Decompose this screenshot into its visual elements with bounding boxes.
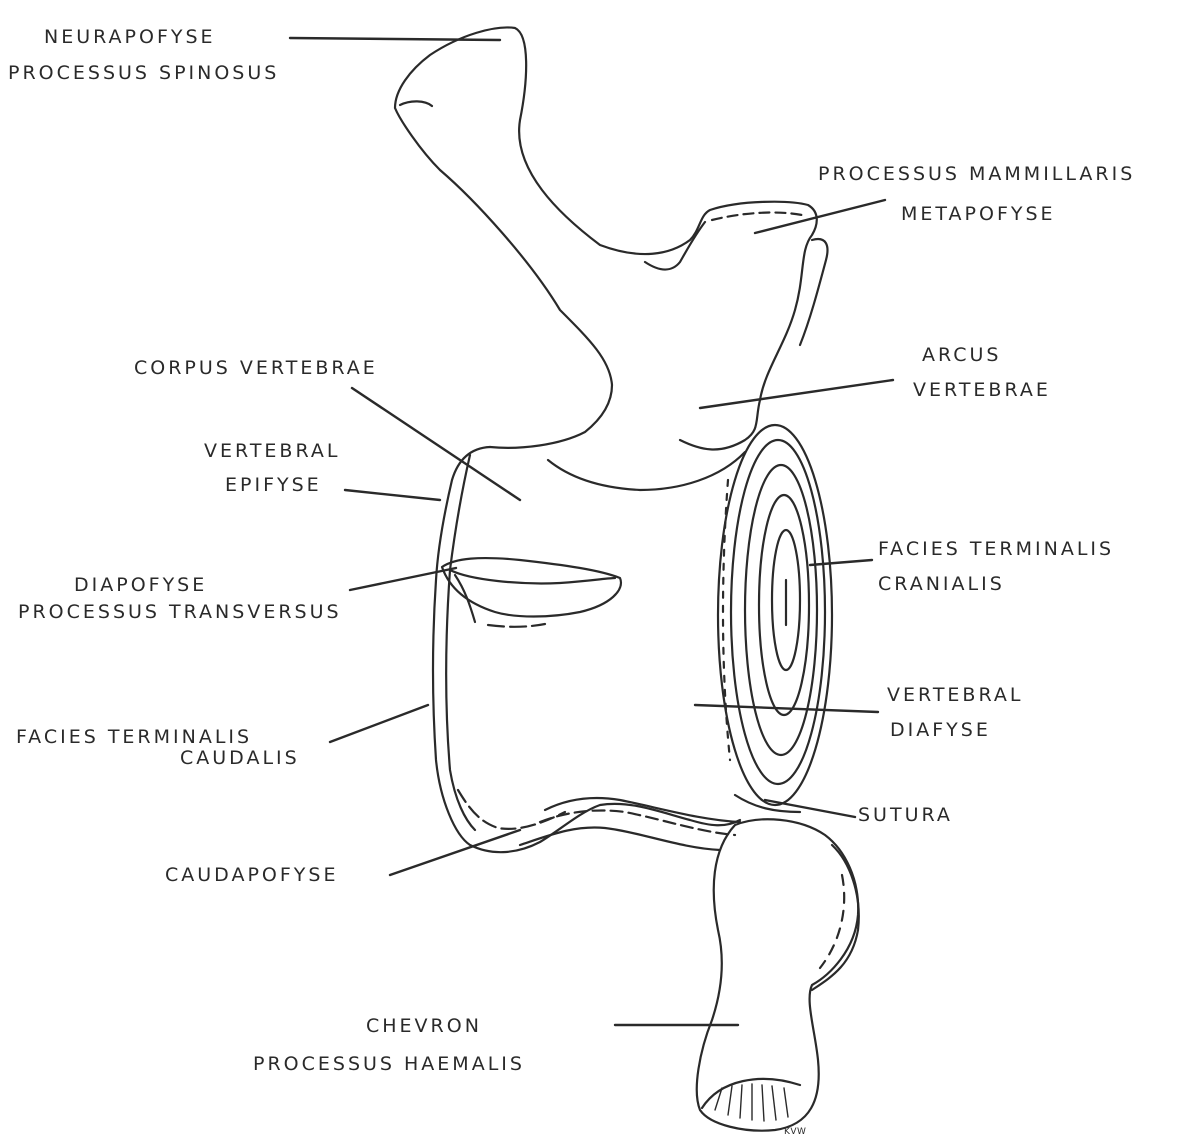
label-processus-transversus: PROCESSUS TRANSVERSUS (18, 603, 342, 622)
label-processus-haemalis: PROCESSUS HAEMALIS (253, 1055, 525, 1074)
neural-spine-outline (395, 27, 817, 449)
leader-sutura (765, 800, 855, 817)
label-corpus-vertebrae: CORPUS VERTEBRAE (134, 359, 378, 378)
cranial-face-ring-1 (718, 425, 832, 805)
leader-epifyse (345, 490, 440, 500)
diapofyse-inner (450, 570, 615, 583)
label-vertebral-diafyse-line1: VERTEBRAL (887, 686, 1023, 705)
leader-neurapofyse (290, 38, 500, 40)
label-vertebral-epifyse-line1: VERTEBRAL (204, 442, 340, 461)
leader-arcus (700, 380, 893, 408)
leader-corpus (352, 388, 520, 500)
artist-signature: KVW (784, 1127, 806, 1137)
neural-canal (548, 452, 745, 490)
diapofyse-dash (488, 624, 545, 627)
diapofyse-outline (442, 558, 621, 616)
label-processus-spinosus: PROCESSUS SPINOSUS (8, 64, 279, 83)
leader-facies-cranialis (810, 560, 872, 565)
epifyse-left-edge (446, 455, 475, 830)
leader-diafyse (695, 705, 878, 712)
label-cranialis: CRANIALIS (878, 575, 1005, 594)
label-epifyse: EPIFYSE (225, 476, 322, 495)
label-facies-terminalis-caudalis-line1: FACIES TERMINALIS (16, 728, 252, 747)
label-caudapofyse: CAUDAPOFYSE (165, 866, 338, 885)
cranial-face-ring-3 (745, 465, 817, 755)
label-vertebrae: VERTEBRAE (913, 381, 1051, 400)
spine-tip-detail (400, 101, 432, 106)
label-processus-mammillaris: PROCESSUS MAMMILLARIS (818, 165, 1135, 184)
chevron-right-dash (820, 875, 844, 968)
metapofyse-detail (712, 213, 802, 220)
chevron-striations (715, 1084, 788, 1121)
label-neurapofyse: NEURAPOFYSE (44, 28, 216, 47)
label-diapofyse: DIAPOFYSE (74, 576, 207, 595)
label-metapofyse: METAPOFYSE (901, 205, 1056, 224)
caudapofyse-band-lower (520, 827, 720, 850)
vertebral-body-outline (433, 447, 740, 852)
leader-diapofyse (350, 568, 456, 590)
label-facies-terminalis-cranialis-line1: FACIES TERMINALIS (878, 540, 1114, 559)
leader-metapofyse (755, 200, 885, 233)
label-caudalis: CAUDALIS (180, 749, 300, 768)
label-chevron: CHEVRON (366, 1017, 482, 1036)
label-arcus: ARCUS (922, 346, 1002, 365)
caudal-face-inner (458, 790, 565, 829)
leader-facies-caudalis (330, 705, 428, 742)
label-diafyse: DIAFYSE (890, 721, 991, 740)
cranial-face-ring-4 (759, 495, 809, 715)
label-sutura: SUTURA (858, 806, 953, 825)
